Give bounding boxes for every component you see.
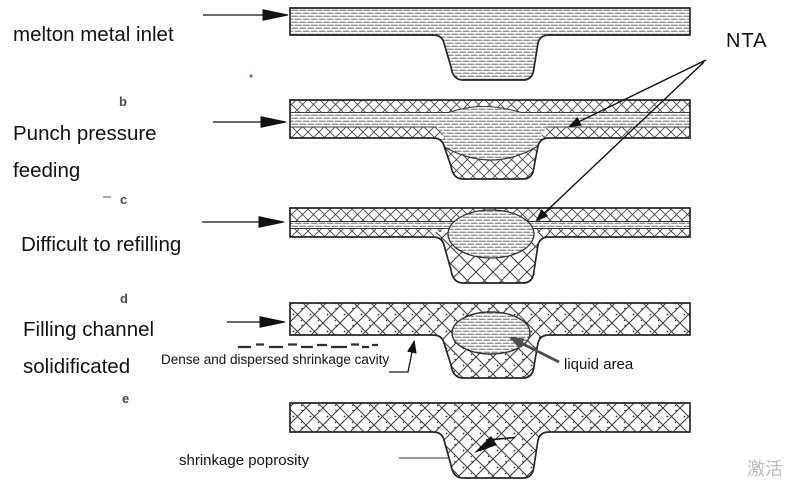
stage-a-label: melton metal inlet	[13, 23, 174, 46]
liquid-area-label: liquid area	[564, 356, 634, 373]
nta-arrow-to-stage-c-icon	[535, 61, 705, 222]
nta-arrow-to-stage-b-icon	[568, 59, 707, 127]
stage-d-pointer-arrow-icon	[227, 316, 286, 328]
activate-watermark: 激活	[747, 459, 783, 479]
shrinkage-porosity-label: shrinkage poprosity	[179, 452, 310, 469]
stage-d-label-line-2: solidificated	[23, 354, 131, 378]
stage-c-pointer-arrow-icon	[202, 216, 285, 228]
diagram-stage-c	[289, 207, 691, 284]
diagram-stage-b	[289, 99, 691, 180]
nta-label: NTA	[726, 30, 768, 52]
shrinkage-porosity-crack-head	[474, 436, 497, 453]
diagram-stage-a	[289, 7, 691, 81]
dense-cavity-leader-arrow-icon	[389, 339, 417, 373]
stage-b-label-line-1: Punch pressure	[13, 122, 157, 145]
stage-b-letter: b	[119, 94, 127, 109]
blue-dot-artifact	[249, 74, 253, 78]
stage-d-letter: d	[120, 291, 128, 306]
stage-b-pointer-arrow-icon	[213, 116, 287, 128]
dense-shrinkage-cavity-label: Dense and dispersed shrinkage cavity	[161, 352, 390, 367]
stage-d-label-line-1: Filling channel	[23, 318, 155, 341]
clipped-text-fragments	[238, 343, 378, 349]
stage-a-pointer-arrow-icon	[203, 9, 289, 21]
diagram-stage-e	[289, 402, 691, 479]
stage-c-label: Difficult to refilling	[21, 233, 182, 256]
stage-d-label: Filling channel solidificated	[23, 312, 154, 385]
stage-e-letter: e	[122, 391, 130, 406]
stage-b-label-line-2: feeding	[13, 159, 81, 182]
stage-c-letter: c	[120, 192, 128, 207]
stage-b-label: Punch pressure feeding	[13, 115, 157, 189]
liquid-area-arrow-icon	[508, 336, 560, 364]
